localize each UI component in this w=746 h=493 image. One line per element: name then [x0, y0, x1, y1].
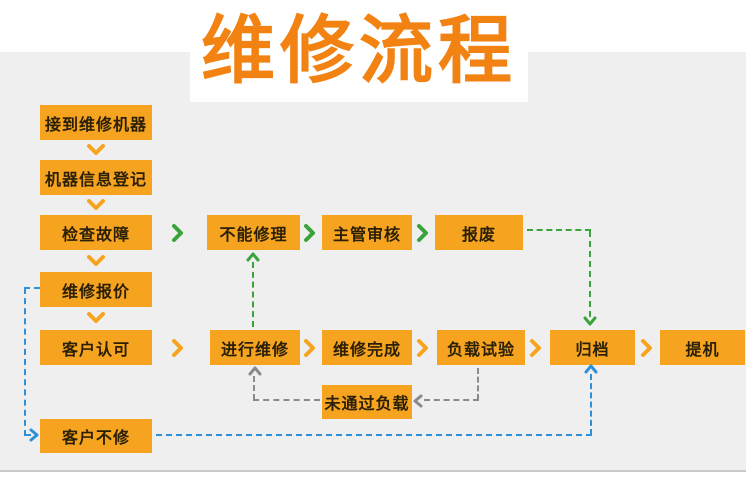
node-repair-complete: 维修完成 — [322, 330, 412, 365]
node-customer-decline: 客户不修 — [40, 419, 152, 453]
node-receive-machine: 接到维修机器 — [40, 105, 152, 140]
node-load-test-failed: 未通过负载 — [322, 385, 412, 419]
connector-quote-to-decline — [25, 434, 31, 436]
connector-perform-repair-to-cannot-repair — [252, 262, 254, 327]
connector-quote-to-decline — [24, 287, 40, 289]
chevron-right-icon — [417, 339, 428, 357]
node-label: 未通过负载 — [324, 396, 410, 413]
node-label: 客户认可 — [61, 341, 130, 359]
connector-decline-to-archive — [156, 434, 592, 436]
node-check-fault: 检查故障 — [40, 215, 152, 250]
chevron-right-icon — [641, 339, 652, 357]
arrowhead-right-icon — [29, 428, 39, 442]
title-box: 维修流程 — [190, 0, 528, 102]
node-repair-quote: 维修报价 — [40, 272, 152, 307]
connector-load-test-to-failed — [477, 368, 479, 400]
arrowhead-down-icon — [583, 316, 597, 326]
connector-decline-to-archive — [590, 374, 592, 435]
node-load-test: 负载试验 — [437, 330, 525, 365]
node-supervisor-review: 主管审核 — [322, 215, 412, 250]
node-label: 检查故障 — [61, 226, 130, 244]
node-label: 归档 — [575, 341, 610, 359]
connector-quote-to-decline — [24, 288, 26, 436]
chevron-right-icon — [530, 339, 541, 357]
node-label: 进行维修 — [220, 341, 289, 359]
connector-scrap-to-archive — [527, 229, 591, 231]
node-label: 不能修理 — [219, 226, 288, 244]
node-label: 维修报价 — [61, 283, 130, 301]
chevron-down-icon — [87, 312, 105, 323]
arrowhead-left-icon — [413, 394, 423, 408]
node-archive: 归档 — [550, 330, 635, 365]
connector-scrap-to-archive — [589, 231, 591, 317]
node-label: 接到维修机器 — [44, 116, 147, 134]
node-pickup-machine: 提机 — [660, 330, 745, 365]
arrowhead-up-icon — [584, 364, 598, 374]
chevron-right-icon — [304, 339, 315, 357]
chevron-right-icon — [172, 224, 183, 242]
chevron-right-icon — [172, 339, 183, 357]
page-title: 维修流程 — [201, 9, 517, 92]
node-label: 客户不修 — [61, 430, 130, 447]
connector-failed-to-perform-repair — [253, 376, 255, 400]
node-label: 主管审核 — [332, 226, 401, 244]
node-machine-registration: 机器信息登记 — [40, 160, 152, 195]
chevron-right-icon — [417, 224, 428, 242]
chevron-down-icon — [87, 144, 105, 155]
node-scrap: 报废 — [435, 215, 523, 250]
chevron-right-icon — [304, 224, 315, 242]
arrowhead-up-icon — [246, 252, 260, 262]
node-label: 维修完成 — [332, 341, 401, 359]
connector-load-test-to-failed — [424, 399, 479, 401]
node-label: 机器信息登记 — [44, 171, 147, 189]
chevron-down-icon — [87, 255, 105, 266]
connector-failed-to-perform-repair — [253, 399, 320, 401]
node-perform-repair: 进行维修 — [210, 330, 300, 365]
node-label: 负载试验 — [446, 341, 515, 359]
arrowhead-up-icon — [248, 366, 262, 376]
chevron-down-icon — [87, 199, 105, 210]
node-label: 报废 — [461, 226, 496, 244]
node-label: 提机 — [685, 341, 720, 359]
node-customer-approve: 客户认可 — [40, 330, 152, 365]
node-cannot-repair: 不能修理 — [207, 215, 300, 250]
